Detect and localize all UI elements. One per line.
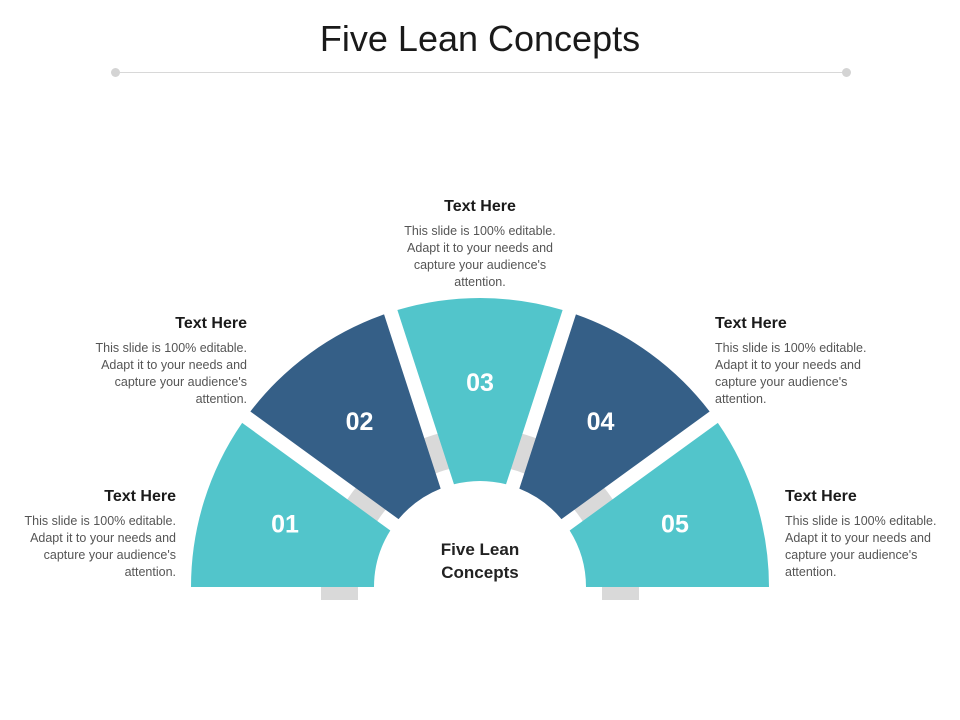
- divider-dot-left: [111, 68, 120, 77]
- text-block-02: Text Here This slide is 100% editable. A…: [87, 314, 247, 408]
- segment-number-05: 05: [661, 511, 689, 539]
- center-label: Five Lean Concepts: [440, 540, 520, 582]
- text-block-body: This slide is 100% editable. Adapt it to…: [785, 514, 937, 579]
- text-block-heading: Text Here: [104, 488, 176, 505]
- text-block-heading: Text Here: [785, 488, 857, 505]
- text-block-05: Text Here This slide is 100% editable. A…: [785, 487, 945, 581]
- text-block-03: Text Here This slide is 100% editable. A…: [400, 197, 560, 291]
- text-block-heading: Text Here: [715, 315, 787, 332]
- divider-dot-right: [842, 68, 851, 77]
- segment-number-04: 04: [587, 408, 615, 436]
- segment-02: [250, 314, 441, 520]
- segment-04: [519, 314, 710, 520]
- slide-title: Five Lean Concepts: [319, 18, 641, 59]
- segment-number-02: 02: [346, 408, 374, 436]
- segment-05: [569, 422, 769, 587]
- text-block-body: This slide is 100% editable. Adapt it to…: [24, 514, 176, 579]
- segment-01: [191, 422, 391, 587]
- text-block-body: This slide is 100% editable. Adapt it to…: [95, 341, 247, 406]
- text-block-01: Text Here This slide is 100% editable. A…: [16, 487, 176, 581]
- title-divider: [115, 72, 846, 73]
- segment-03: [397, 297, 563, 485]
- text-block-04: Text Here This slide is 100% editable. A…: [715, 314, 875, 408]
- segment-number-01: 01: [271, 511, 299, 539]
- text-block-body: This slide is 100% editable. Adapt it to…: [404, 224, 556, 289]
- segment-number-03: 03: [466, 369, 494, 397]
- text-block-heading: Text Here: [444, 198, 516, 215]
- text-block-heading: Text Here: [175, 315, 247, 332]
- text-block-body: This slide is 100% editable. Adapt it to…: [715, 341, 867, 406]
